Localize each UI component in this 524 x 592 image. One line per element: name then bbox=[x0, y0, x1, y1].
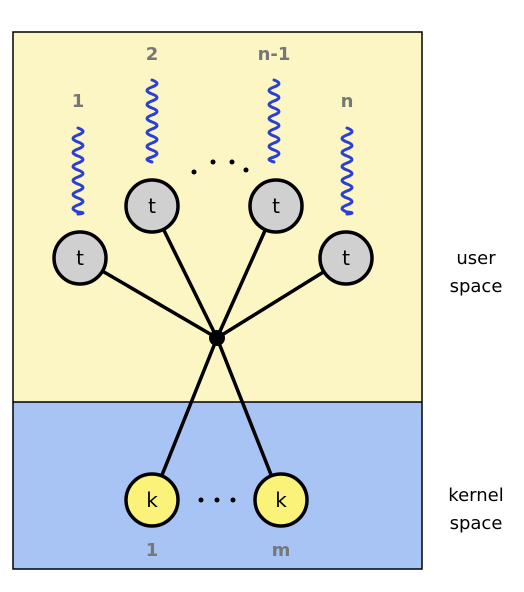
user-thread-node: t bbox=[52, 230, 108, 286]
kernel-space-region bbox=[13, 402, 422, 569]
user-space-label-line2: space bbox=[450, 276, 503, 297]
user-thread-index: 1 bbox=[72, 91, 85, 112]
user-thread-node-label: t bbox=[76, 246, 84, 270]
diagram-frame bbox=[12, 31, 423, 570]
squiggle-line bbox=[340, 126, 354, 216]
user-thread-node: t bbox=[318, 230, 374, 286]
user-thread-node-label: t bbox=[148, 194, 156, 218]
kernel-space-label-line2: space bbox=[450, 513, 503, 534]
kernel-thread-node-label: k bbox=[146, 488, 158, 512]
user-thread-node-label: t bbox=[272, 194, 280, 218]
connection-line bbox=[215, 336, 283, 502]
squiggle-line bbox=[267, 78, 281, 164]
kernel-thread-index: 1 bbox=[146, 540, 159, 561]
kernel-thread-index: m bbox=[272, 540, 291, 561]
multiplexer-junction bbox=[209, 330, 225, 346]
squiggle-line bbox=[71, 126, 85, 216]
user-thread-node: t bbox=[248, 178, 304, 234]
user-thread-node-label: t bbox=[342, 246, 350, 270]
kernel-thread-node-label: k bbox=[275, 488, 287, 512]
user-thread-index: n bbox=[341, 91, 354, 112]
squiggle-line bbox=[145, 78, 159, 164]
user-thread-index: 2 bbox=[146, 44, 159, 65]
user-thread-index: n-1 bbox=[258, 44, 291, 65]
kernel-thread-node: k bbox=[253, 472, 309, 528]
kernel-space-label-line1: kernel bbox=[448, 485, 503, 506]
kernel-thread-node: k bbox=[124, 472, 180, 528]
connection-line bbox=[150, 336, 219, 502]
user-thread-node: t bbox=[124, 178, 180, 234]
user-space-region bbox=[13, 32, 422, 402]
user-ellipsis bbox=[191, 159, 249, 175]
kernel-ellipsis bbox=[198, 497, 236, 503]
user-space-label-line1: user bbox=[456, 248, 496, 269]
squiggle-group bbox=[71, 78, 354, 216]
